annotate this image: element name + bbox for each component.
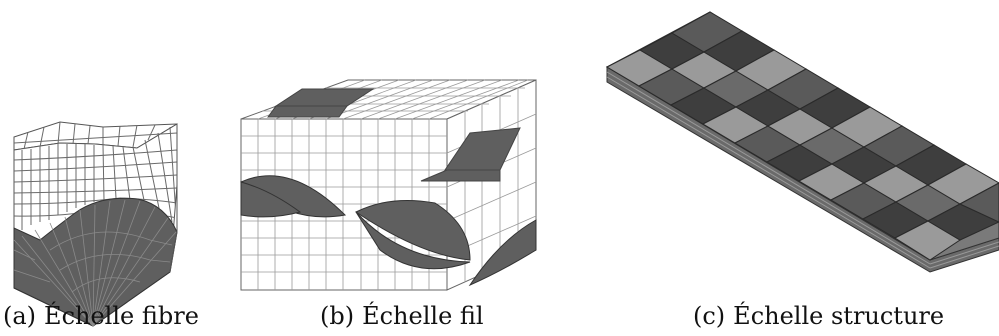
panel-b-yarn-mesh: [240, 79, 537, 291]
caption-c-label: (c): [693, 302, 726, 330]
caption-c: (c)Échelle structure: [693, 302, 944, 330]
caption-b: (b)Échelle fil: [320, 302, 484, 330]
caption-c-text: Échelle structure: [733, 302, 945, 330]
panel-a-fibre-mesh: [13, 121, 178, 327]
panel-c-structure-mesh: [605, 11, 999, 273]
caption-b-label: (b): [320, 302, 355, 330]
caption-a-label: (a): [3, 302, 37, 330]
caption-a: (a)Échelle fibre: [3, 302, 199, 330]
caption-a-text: Échelle fibre: [44, 302, 199, 330]
caption-b-text: Échelle fil: [362, 302, 484, 330]
